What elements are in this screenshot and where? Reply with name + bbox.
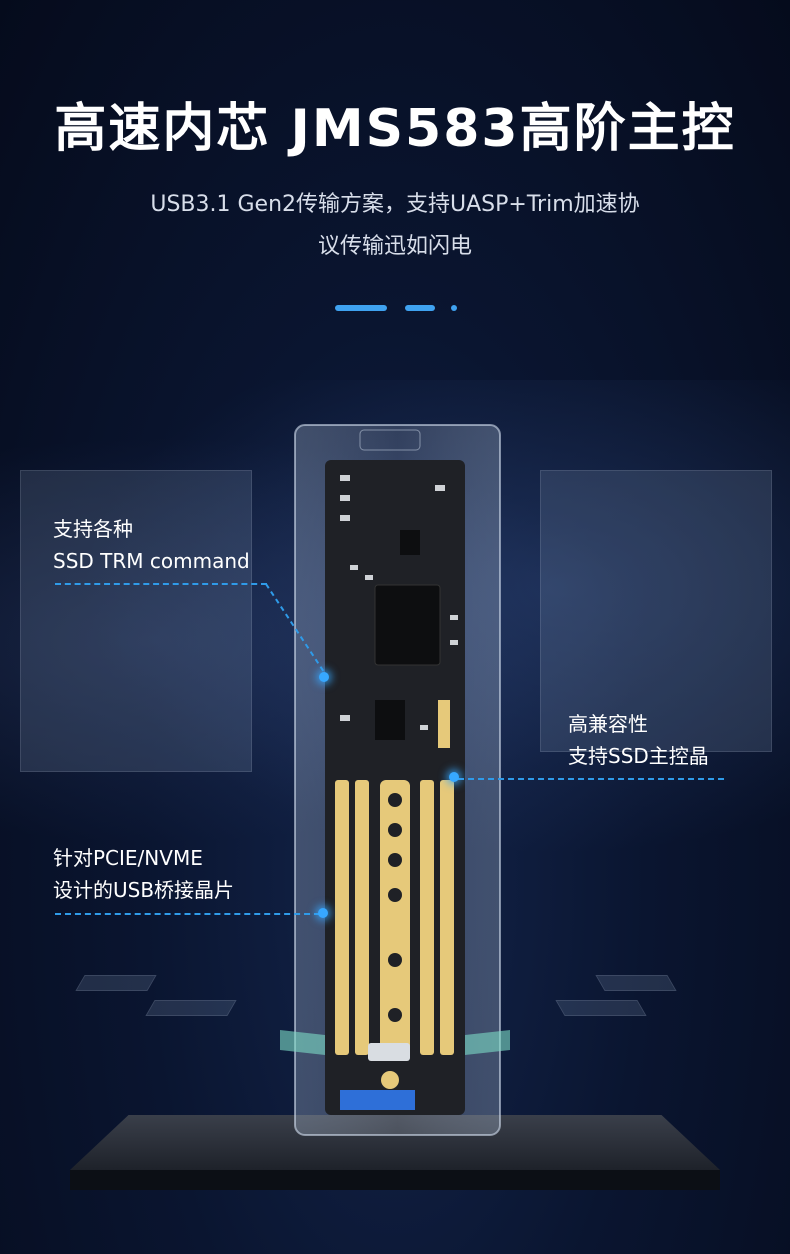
ssd-enclosure — [280, 424, 510, 1136]
callout-marker — [319, 672, 329, 682]
smd-components — [340, 475, 458, 730]
m2-slot-pads — [335, 780, 454, 1055]
floating-card — [555, 1000, 647, 1016]
callout-line: SSD TRM command — [53, 549, 250, 573]
callout-leader-line — [55, 913, 320, 915]
slot-holes — [388, 793, 402, 1022]
callout-leader-line — [55, 583, 267, 585]
usb-c-connector — [340, 1090, 415, 1110]
light-flare-left — [280, 1030, 325, 1055]
callout-line: 支持各种 — [53, 517, 133, 541]
mounting-hole — [381, 1071, 399, 1089]
connector-clip — [368, 1043, 410, 1061]
floating-card — [75, 975, 157, 991]
callout-bridge-chip: 针对PCIE/NVME 设计的USB桥接晶片 — [53, 842, 234, 906]
callout-line: 针对PCIE/NVME — [53, 846, 203, 870]
subtitle-line-1: USB3.1 Gen2传输方案，支持UASP+Trim加速协 — [150, 192, 640, 217]
controller-chip — [374, 584, 441, 666]
light-flare-right — [465, 1030, 510, 1055]
small-component — [400, 530, 420, 555]
background-photo — [20, 470, 252, 772]
floating-card — [595, 975, 677, 991]
display-stage-base — [70, 1170, 720, 1190]
header-pins — [438, 700, 450, 748]
floating-card — [145, 1000, 237, 1016]
callout-line: 设计的USB桥接晶片 — [53, 878, 235, 902]
case-latch — [359, 429, 421, 451]
page-subtitle: USB3.1 Gen2传输方案，支持UASP+Trim加速协 议传输迅如闪电 — [115, 184, 675, 268]
callout-compatibility: 高兼容性 支持SSD主控晶 — [568, 708, 709, 772]
callout-leader-line — [458, 778, 724, 780]
callout-marker — [318, 908, 328, 918]
indicator-dot-3 — [451, 305, 457, 311]
indicator-dash-2 — [405, 305, 435, 311]
callout-line: 支持SSD主控晶 — [568, 744, 709, 768]
page-title: 高速内芯 JMS583高阶主控 — [54, 99, 736, 159]
small-chip — [375, 700, 405, 740]
indicator-dash-1 — [335, 305, 387, 311]
callout-trim-support: 支持各种 SSD TRM command — [53, 513, 250, 577]
background-photo — [540, 470, 772, 752]
callout-marker — [449, 772, 459, 782]
subtitle-line-2: 议传输迅如闪电 — [317, 234, 472, 259]
callout-leader-diagonal — [265, 583, 325, 673]
callout-line: 高兼容性 — [568, 712, 648, 736]
